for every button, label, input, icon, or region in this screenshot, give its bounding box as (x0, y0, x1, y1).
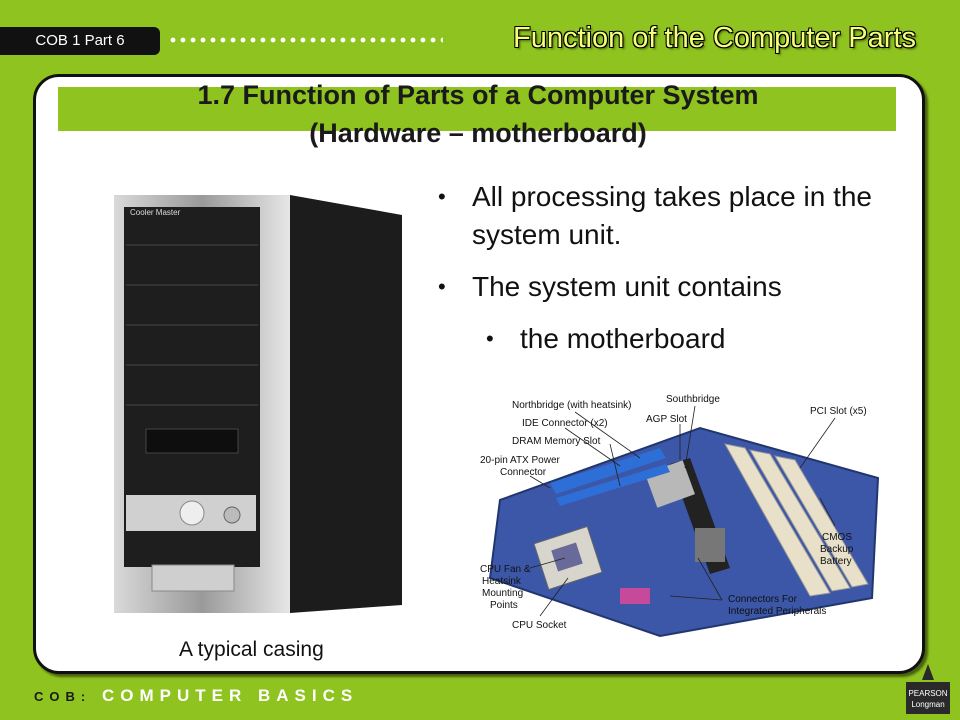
bullet-item: All processing takes place in the system… (438, 178, 908, 254)
label-backup: Backup (820, 544, 854, 555)
label-northbridge: Northbridge (with heatsink) (512, 400, 632, 411)
slide-title: 1.7 Function of Parts of a Computer Syst… (58, 76, 898, 152)
label-southbridge: Southbridge (666, 394, 720, 405)
label-atx-power: 20-pin ATX Power (480, 455, 561, 466)
label-atx-connector: Connector (500, 467, 547, 478)
bullet-item: The system unit contains (438, 268, 908, 306)
part-tag: COB 1 Part 6 (0, 27, 160, 55)
label-cpu-fan: CPU Fan & (480, 564, 531, 575)
label-dram-slot: DRAM Memory Slot (512, 436, 601, 447)
title-band (58, 87, 896, 131)
label-agp-slot: AGP Slot (646, 414, 687, 425)
label-mounting: Mounting (482, 588, 523, 599)
label-ide-connector: IDE Connector (x2) (522, 418, 608, 429)
label-heatsink: Heatsink (482, 576, 522, 587)
case-brand-label: Cooler Master (130, 208, 181, 217)
footer-prefix: COB: (34, 689, 92, 704)
label-pci-slot: PCI Slot (x5) (810, 406, 867, 417)
case-caption: A typical casing (179, 638, 324, 661)
computer-case-image: Cooler Master (114, 195, 402, 613)
logo-pearson-text: PEARSON (908, 689, 947, 698)
footer-text: COMPUTER BASICS (101, 686, 359, 705)
logo-longman-text: Longman (911, 700, 944, 709)
pearson-longman-logo: PEARSON Longman (906, 664, 950, 714)
slide-title-line1: 1.7 Function of Parts of a Computer Syst… (197, 80, 759, 110)
slide-title-line2: (Hardware – motherboard) (309, 118, 647, 148)
label-battery: Battery (820, 556, 852, 567)
section-title: Function of the Computer Parts (513, 22, 916, 54)
dotted-divider (168, 34, 443, 46)
bullet-list: All processing takes place in the system… (438, 178, 908, 372)
label-connectors: Connectors For (728, 594, 798, 605)
label-integrated-peripherals: Integrated Peripherals (728, 606, 826, 617)
label-cpu-socket: CPU Socket (512, 620, 567, 631)
label-points: Points (490, 600, 518, 611)
motherboard-diagram: Northbridge (with heatsink) Southbridge … (480, 394, 880, 638)
sub-bullet-item: the motherboard (486, 320, 908, 358)
footer: COB: COMPUTER BASICS (34, 686, 358, 706)
label-cmos: CMOS (822, 532, 852, 543)
